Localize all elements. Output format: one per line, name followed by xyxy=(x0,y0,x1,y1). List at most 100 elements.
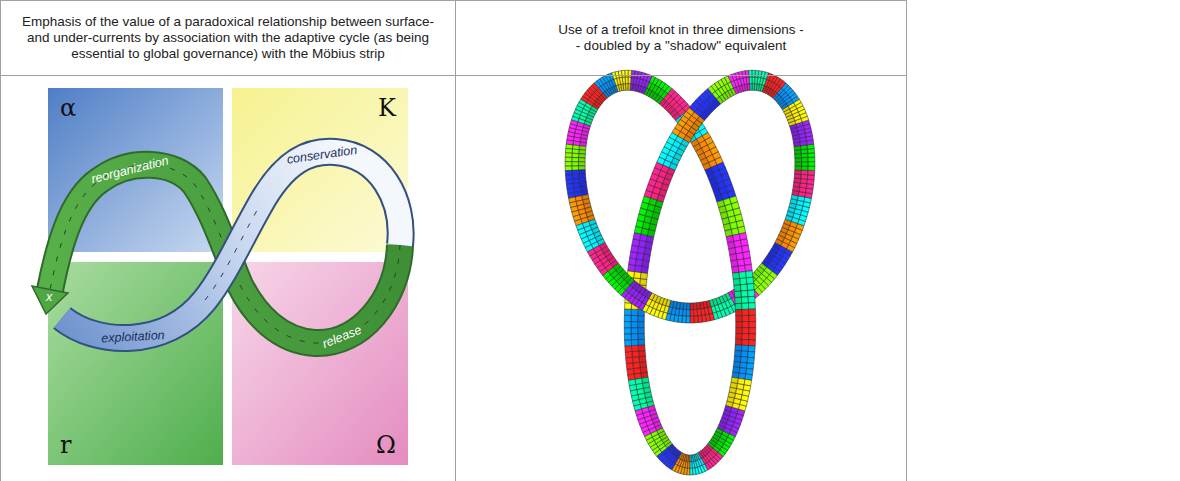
knot-tube-segment xyxy=(740,278,747,285)
knot-tube-segment xyxy=(807,179,814,184)
knot-tube-segment xyxy=(795,170,802,175)
knot-tube-segment xyxy=(572,153,579,157)
knot-tube-segment xyxy=(749,309,756,315)
knot-tube-segment xyxy=(795,166,802,170)
knot-tube-segment xyxy=(744,258,752,265)
knot-tube-segment xyxy=(801,174,808,179)
knot-tube-segment xyxy=(748,290,755,297)
exit-label: x xyxy=(46,291,52,304)
knot-tube-segment xyxy=(755,70,759,77)
knot-tube-segment xyxy=(565,153,572,158)
knot-tube-segment xyxy=(633,368,640,374)
knot-tube-segment xyxy=(724,76,730,84)
exploitation-conservation-ribbon xyxy=(62,152,401,338)
knot-tube-segment xyxy=(795,154,802,158)
knot-tube-segment xyxy=(801,153,808,157)
knot-tube-segment xyxy=(578,162,585,166)
phase-label: reorganization xyxy=(90,154,170,185)
knot-tube-segment xyxy=(633,362,640,368)
knot-tube-segment xyxy=(686,310,690,317)
knot-tube-segment xyxy=(808,157,815,162)
knot-tube-segment xyxy=(748,296,755,303)
knot-tube-segment xyxy=(741,351,748,357)
knot-tube-segment xyxy=(641,266,648,273)
knot-tube-segment xyxy=(741,290,748,297)
knot-tube-segment xyxy=(631,315,638,321)
knot-tube-segment xyxy=(731,377,738,383)
knot-tube-segment xyxy=(735,309,742,315)
knot-tube-segment xyxy=(748,346,755,352)
knot-tube-segment xyxy=(688,455,690,462)
knot-tube-segment xyxy=(752,84,755,91)
knot-tube-segment xyxy=(687,468,690,475)
knot-tube-segment xyxy=(631,328,638,334)
knot-tube-segment xyxy=(733,279,740,286)
knot-tube-segment xyxy=(628,77,631,84)
knot-tube-segment xyxy=(741,297,748,304)
knot-tube-segment xyxy=(736,322,743,328)
knot-tube-segment xyxy=(631,322,638,328)
knot-tube-segment xyxy=(742,315,749,321)
phase-square: Ω xyxy=(232,262,408,465)
knot-tube-segment xyxy=(634,265,641,272)
knot-tube-segment xyxy=(579,170,586,175)
knot-tube-segment xyxy=(638,316,645,322)
knot-tube-segment xyxy=(628,70,632,77)
knot-tube-segment xyxy=(624,322,631,328)
knot-tube-segment xyxy=(638,328,645,334)
knot-tube-segment xyxy=(638,339,645,345)
knot-tube-segment xyxy=(625,351,632,357)
knot-tube-segment xyxy=(686,316,690,323)
knot-tube-segment xyxy=(742,339,749,345)
knot-tube-segment xyxy=(742,322,749,328)
knot-tube-segment xyxy=(738,378,745,384)
knot-tube-segment xyxy=(745,264,752,271)
knot-tube-segment xyxy=(628,84,631,91)
header-cell: Use of a trefoil knot in three dimension… xyxy=(455,0,907,76)
knot-tube-segment xyxy=(638,333,645,339)
knot-tube-segment xyxy=(742,345,749,351)
table-cell-frame xyxy=(456,76,907,481)
knot-tube-segment xyxy=(626,357,633,363)
knot-tube-segment xyxy=(631,334,638,340)
knot-tube-segment xyxy=(794,174,801,179)
knot-tube-segment xyxy=(694,309,698,316)
knot-tube-segment xyxy=(632,351,639,357)
knot-tube-segment xyxy=(626,363,633,369)
adaptive-cycle-ribbon xyxy=(32,152,401,343)
knot-tube-segment xyxy=(687,462,690,469)
knot-tube-segment xyxy=(808,153,815,158)
knot-tube-segment xyxy=(624,309,631,315)
phase-square: K xyxy=(232,88,408,252)
knot-tube-segment xyxy=(747,357,754,363)
knot-tube-segment xyxy=(742,303,749,309)
knot-tube-segment xyxy=(734,291,741,298)
knot-tube-segment xyxy=(807,175,814,180)
knot-tube-segment xyxy=(631,309,638,315)
header-text: Emphasis of the value of a paradoxical r… xyxy=(19,14,437,62)
knot-tube-segment xyxy=(639,356,646,362)
knot-tube-segment xyxy=(749,340,756,346)
phase-symbol: α xyxy=(60,96,76,120)
knot-tube-segment xyxy=(640,272,647,279)
knot-tube-segment xyxy=(732,272,739,279)
phase-symbol: K xyxy=(378,96,396,120)
knot-tube-segment xyxy=(624,334,631,340)
knot-tube-segment xyxy=(690,303,694,310)
knot-tube-segment xyxy=(749,328,756,334)
knot-tube-segment xyxy=(690,316,694,323)
table-frame xyxy=(1,76,907,481)
knot-tube-segment xyxy=(739,272,746,279)
knot-tube-segment xyxy=(565,157,572,162)
flow-arrows xyxy=(205,205,260,300)
knot-tube-segment xyxy=(734,285,741,292)
knot-tube-segment xyxy=(634,272,641,279)
knot-tube-segment xyxy=(572,166,579,170)
knot-tube-segment xyxy=(808,166,815,171)
knot-tube-segment xyxy=(742,309,749,315)
knot-tube-segment xyxy=(638,345,645,351)
knot-tube-segment xyxy=(743,252,751,259)
knot-tube-segment xyxy=(565,170,572,175)
